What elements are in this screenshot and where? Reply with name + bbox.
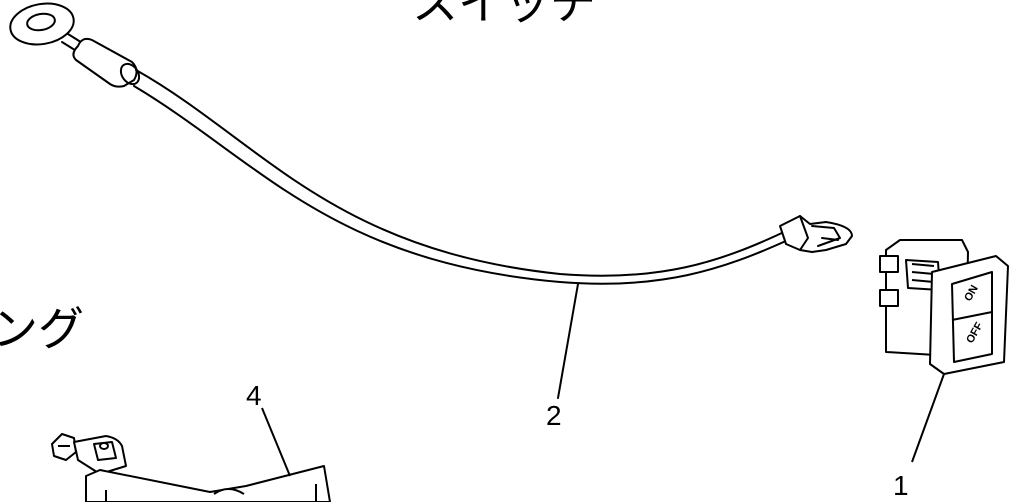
switch-heading: スイッチ xyxy=(412,0,596,30)
ring-terminal-wire-icon xyxy=(9,2,853,399)
rocker-switch-icon xyxy=(879,239,1009,463)
callout-2: 2 xyxy=(546,400,562,431)
left-heading: ング xyxy=(0,302,84,356)
callout-1: 1 xyxy=(893,470,909,501)
bracket-icon xyxy=(51,407,331,502)
callout-4: 4 xyxy=(246,380,262,411)
